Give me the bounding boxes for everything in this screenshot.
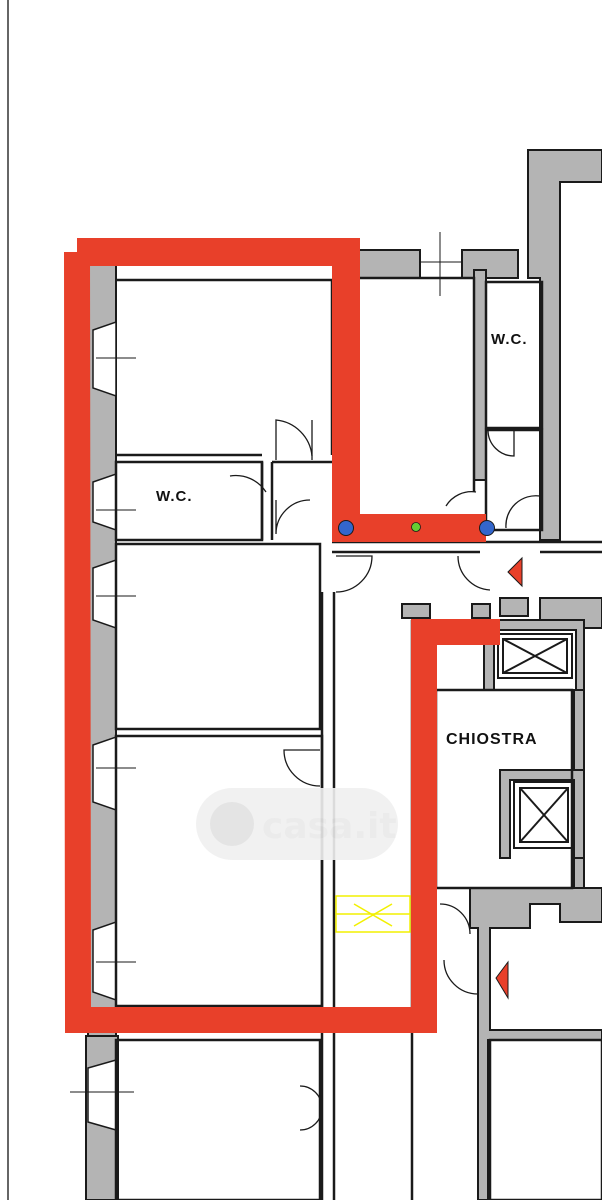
door-swings xyxy=(229,419,541,1131)
point-marker-left xyxy=(338,520,354,536)
point-marker-middle xyxy=(411,522,421,532)
room-label-chiostra: CHIOSTRA xyxy=(446,731,538,748)
elevator-cross-icon xyxy=(513,781,575,849)
red-arrow-left-icon xyxy=(507,556,523,588)
elevator-cross-icon xyxy=(497,633,573,679)
point-marker-right xyxy=(479,520,495,536)
highlighted-apartment xyxy=(64,238,500,1033)
window-ticks xyxy=(70,232,462,1093)
room-label-wc-left: W.C. xyxy=(156,488,193,505)
watermark: casa.it xyxy=(196,788,398,860)
highlight-outline-lower xyxy=(64,251,500,1033)
highlight-outline xyxy=(77,238,486,542)
hatched-area xyxy=(335,895,411,933)
left-windows xyxy=(87,320,117,1131)
red-arrow-left-icon xyxy=(495,960,509,1000)
watermark-text: casa.it xyxy=(262,806,397,847)
room-label-wc-top: W.C. xyxy=(491,331,528,348)
